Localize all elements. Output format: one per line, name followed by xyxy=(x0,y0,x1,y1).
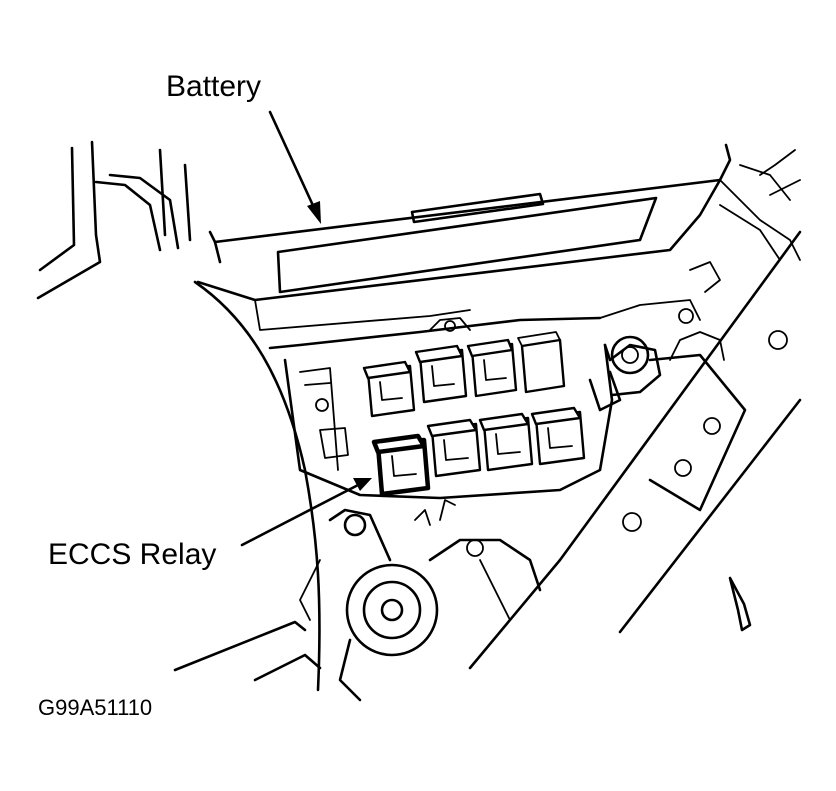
eccs-relay-leader-arrow xyxy=(240,478,372,547)
battery xyxy=(196,143,801,331)
eccs-relay-label: ECCS Relay xyxy=(48,538,217,571)
battery-label: Battery xyxy=(166,70,262,103)
relay-row-top xyxy=(362,331,566,418)
strut-tower-curve xyxy=(193,280,321,692)
connector-bracket xyxy=(588,331,747,512)
pulley-assembly xyxy=(299,499,542,702)
left-fender-outline xyxy=(36,140,192,300)
relay-box-housing xyxy=(268,261,721,500)
frame-rail xyxy=(468,149,802,670)
battery-leader-arrow xyxy=(268,110,321,224)
relay-row-bottom xyxy=(371,406,586,497)
figure-id-label: G99A51110 xyxy=(38,695,153,720)
lower-left-lines xyxy=(173,620,322,682)
